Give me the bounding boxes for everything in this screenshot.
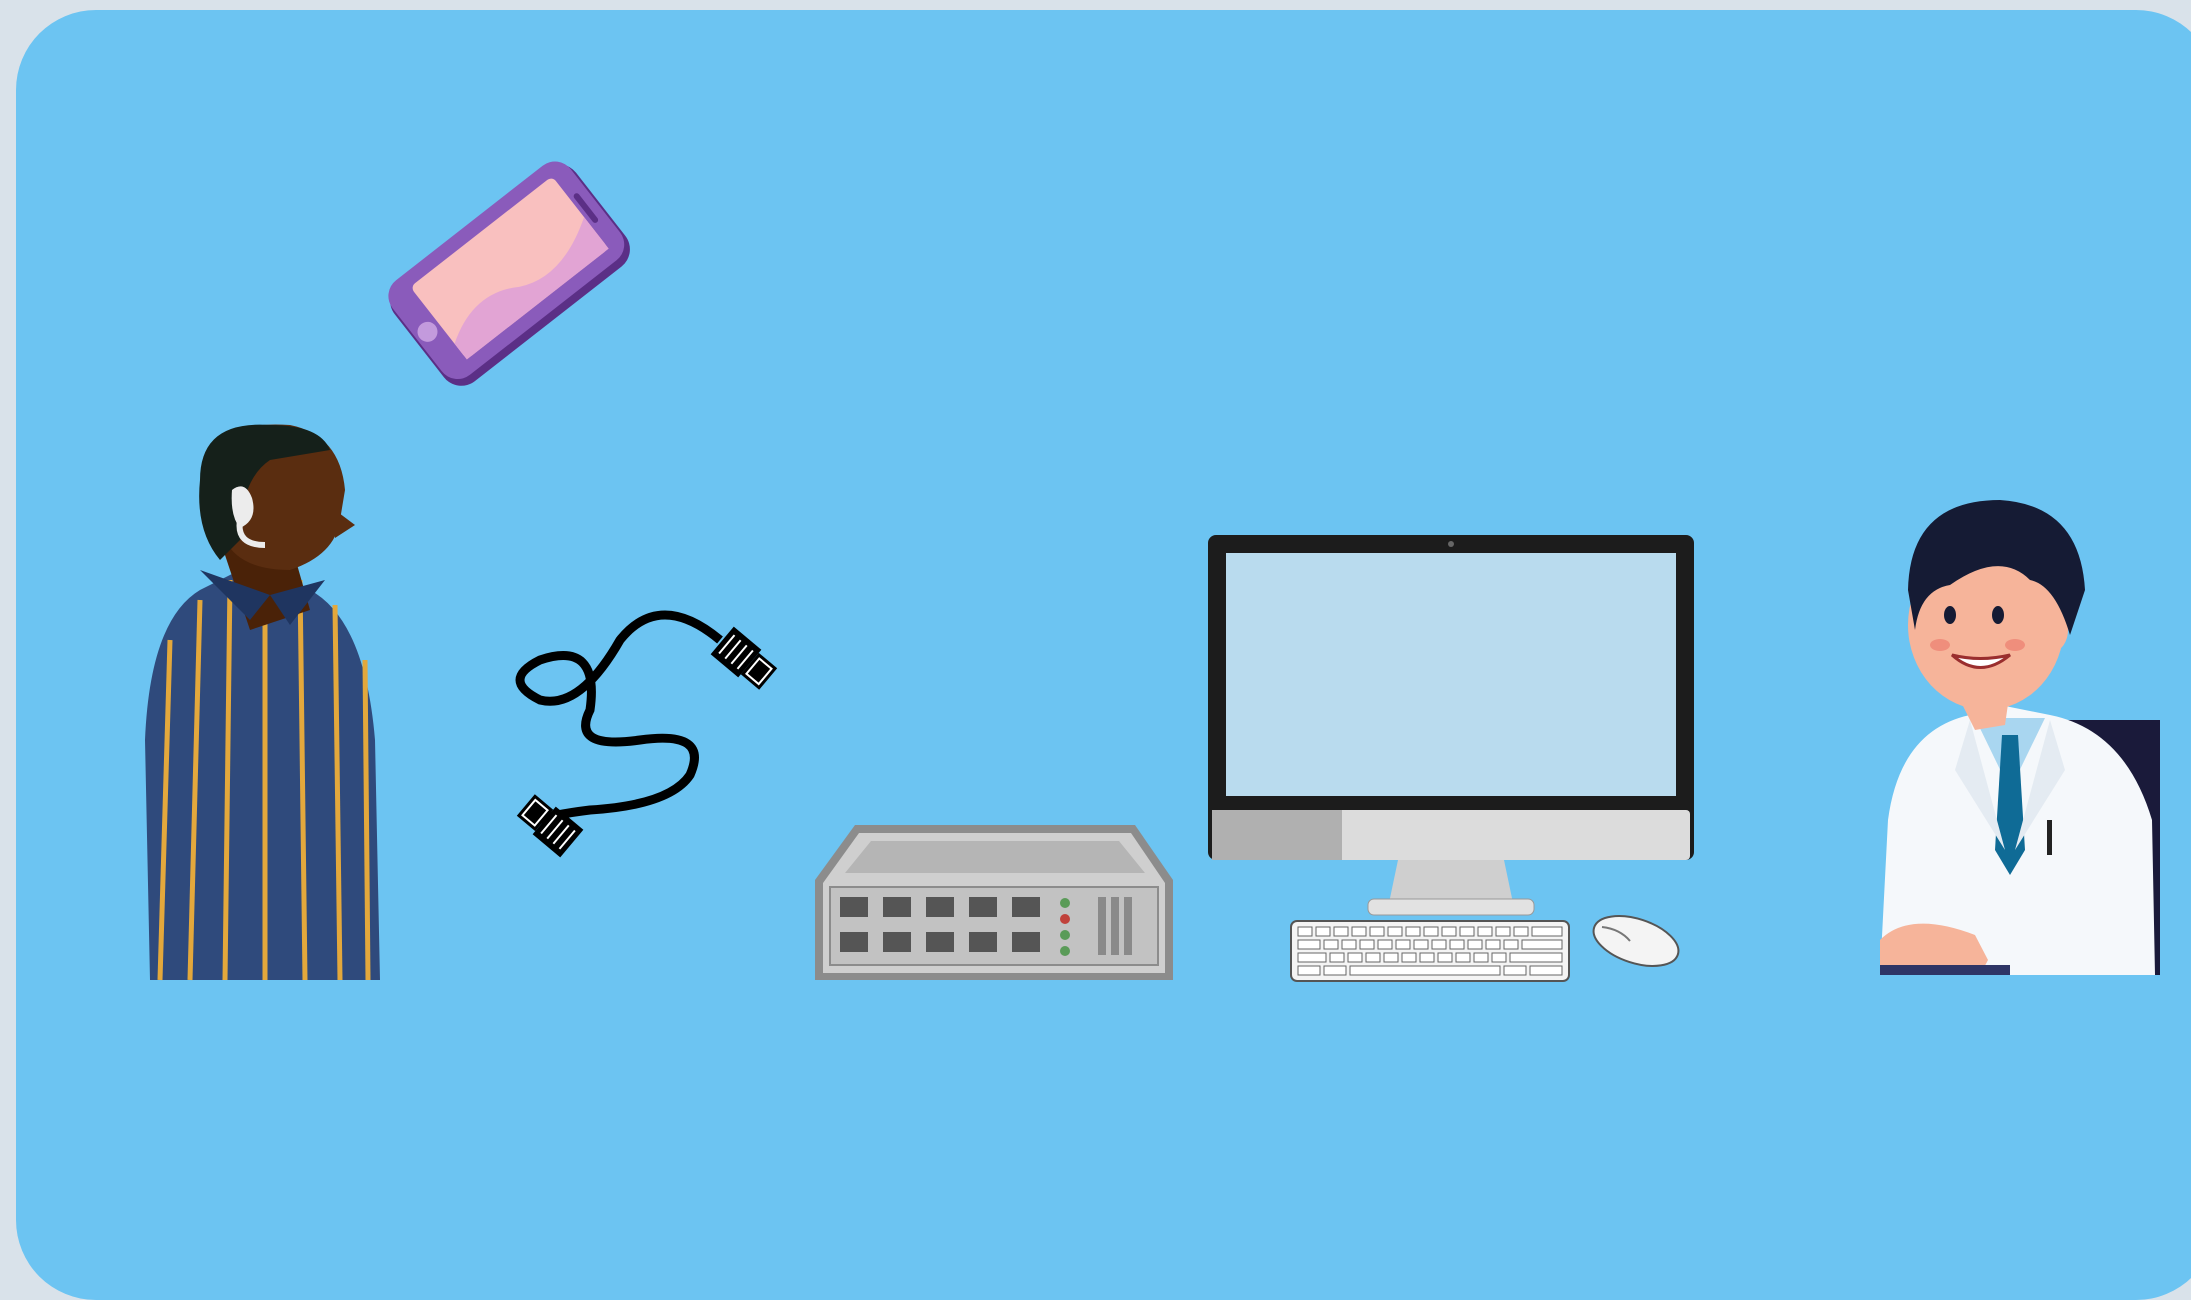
diagram-stage: [0, 0, 2191, 1262]
smartphone-icon: [370, 160, 650, 390]
desktop-computer-icon: [1208, 535, 1694, 915]
clinician-doctor: [1880, 490, 2160, 980]
patient-with-cochlear-implant: [140, 420, 390, 980]
usb-cable-icon: [510, 600, 800, 880]
mouse-icon: [1590, 915, 1682, 967]
keyboard-icon: [1290, 920, 1570, 982]
network-switch-icon: [815, 825, 1175, 980]
